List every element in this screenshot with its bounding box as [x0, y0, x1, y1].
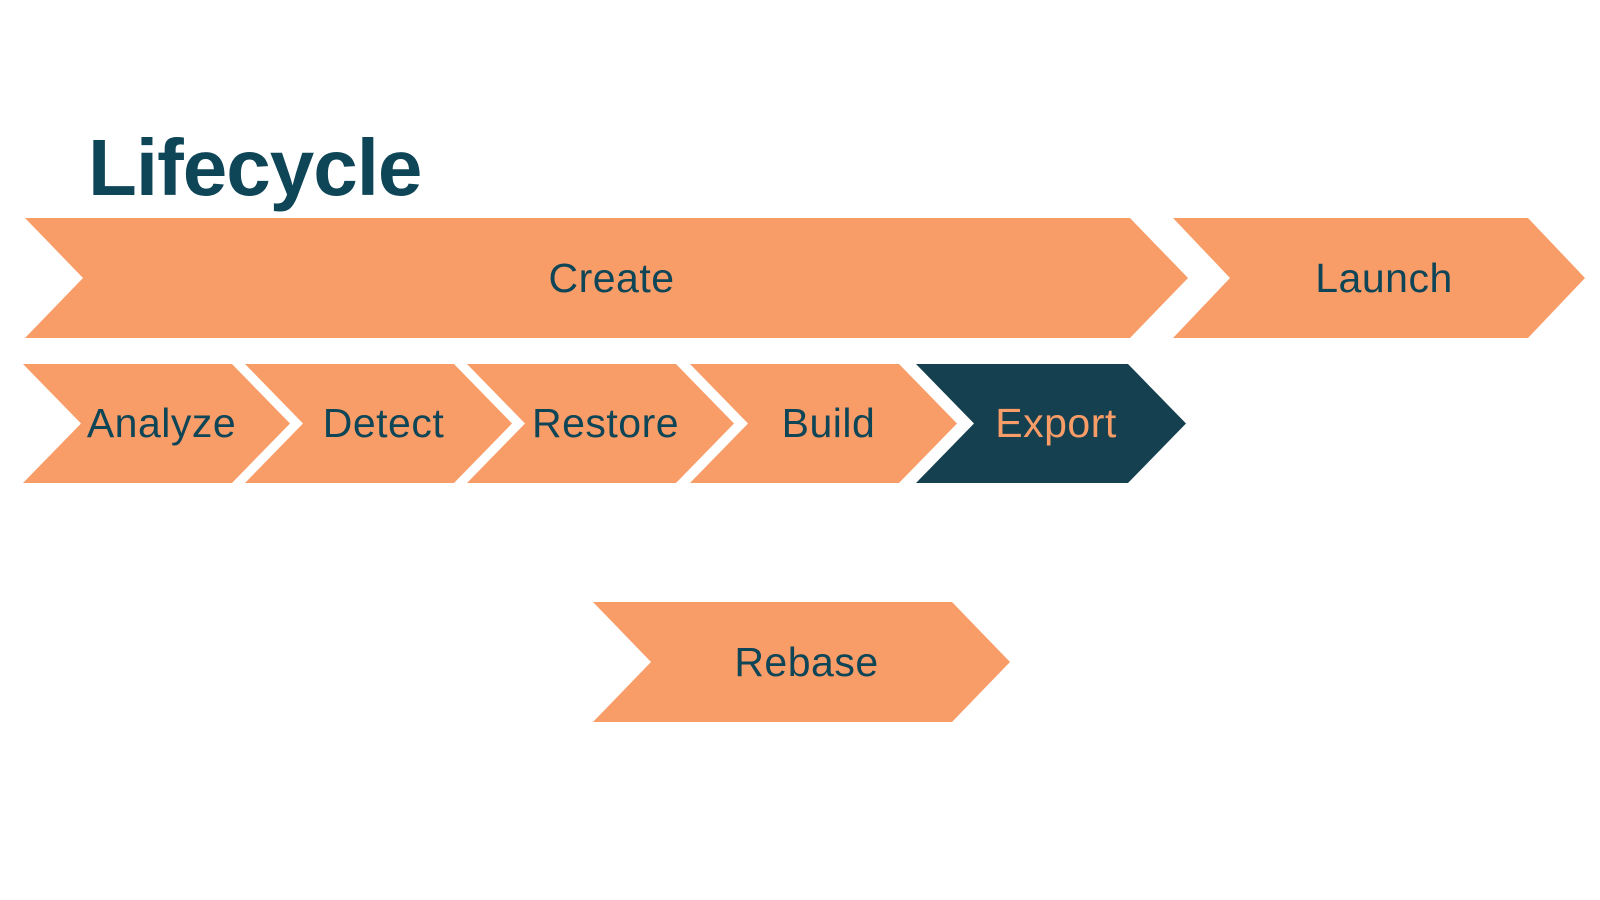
stage-arrow-build: Build [690, 364, 957, 483]
stage-arrow-launch: Launch [1173, 218, 1585, 338]
stage-arrow-create: Create [25, 218, 1188, 338]
chevron-arrow-shape [25, 218, 1188, 338]
chevron-arrow-shape [23, 364, 290, 483]
stage-label-create: Create [548, 254, 675, 301]
stage-label-launch: Launch [1315, 254, 1453, 301]
stage-label-rebase: Rebase [734, 638, 879, 685]
chevron-arrow-shape [467, 364, 734, 483]
stage-arrow-detect: Detect [245, 364, 512, 483]
stage-label-analyze: Analyze [86, 400, 237, 446]
stage-label-build: Build [781, 400, 876, 446]
stage-label-restore: Restore [531, 400, 680, 446]
chevron-arrow-shape [593, 602, 1010, 722]
chevron-arrow-shape [1173, 218, 1585, 338]
stage-arrow-analyze: Analyze [23, 364, 290, 483]
stage-label-export: Export [995, 400, 1117, 446]
page-title: Lifecycle [88, 122, 422, 212]
stage-arrow-rebase: Rebase [593, 602, 1010, 722]
stage-arrow-restore: Restore [467, 364, 734, 483]
chevron-arrow-shape [245, 364, 512, 483]
stage-label-detect: Detect [322, 400, 445, 446]
chevron-arrow-shape [690, 364, 957, 483]
stage-arrow-export: Export [916, 364, 1186, 483]
chevron-arrow-shape [916, 364, 1186, 483]
